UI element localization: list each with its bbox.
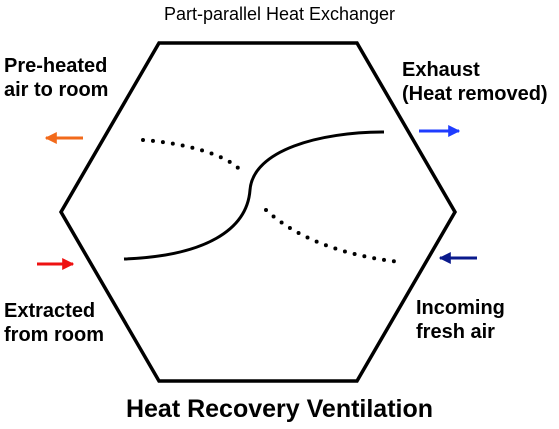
exhaust-label-line-2: (Heat removed) [402,83,548,105]
incoming-label-line-2: fresh air [416,321,495,343]
extracted-label: Extracted from room [4,299,104,347]
extracted-label-line-1: Extracted [4,300,96,322]
preheated-label: Pre-heated air to room [4,54,108,102]
diagram-caption: Heat Recovery Ventilation [125,395,434,423]
diagram-title: Part-parallel Heat Exchanger [163,4,396,24]
incoming-label: Incoming fresh air [416,296,505,344]
exchanger-hexagon [58,41,458,383]
preheated-label-line-1: Pre-heated [4,55,108,77]
exhaust-label: Exhaust (Heat removed) [402,58,548,106]
preheated-label-line-2: air to room [4,79,109,101]
extracted-label-line-2: from room [4,324,104,346]
fresh-air-flow-line [141,138,402,264]
extract-flow-line [123,130,385,261]
exhaust-label-line-1: Exhaust [402,59,480,81]
incoming-label-line-1: Incoming [416,297,505,319]
